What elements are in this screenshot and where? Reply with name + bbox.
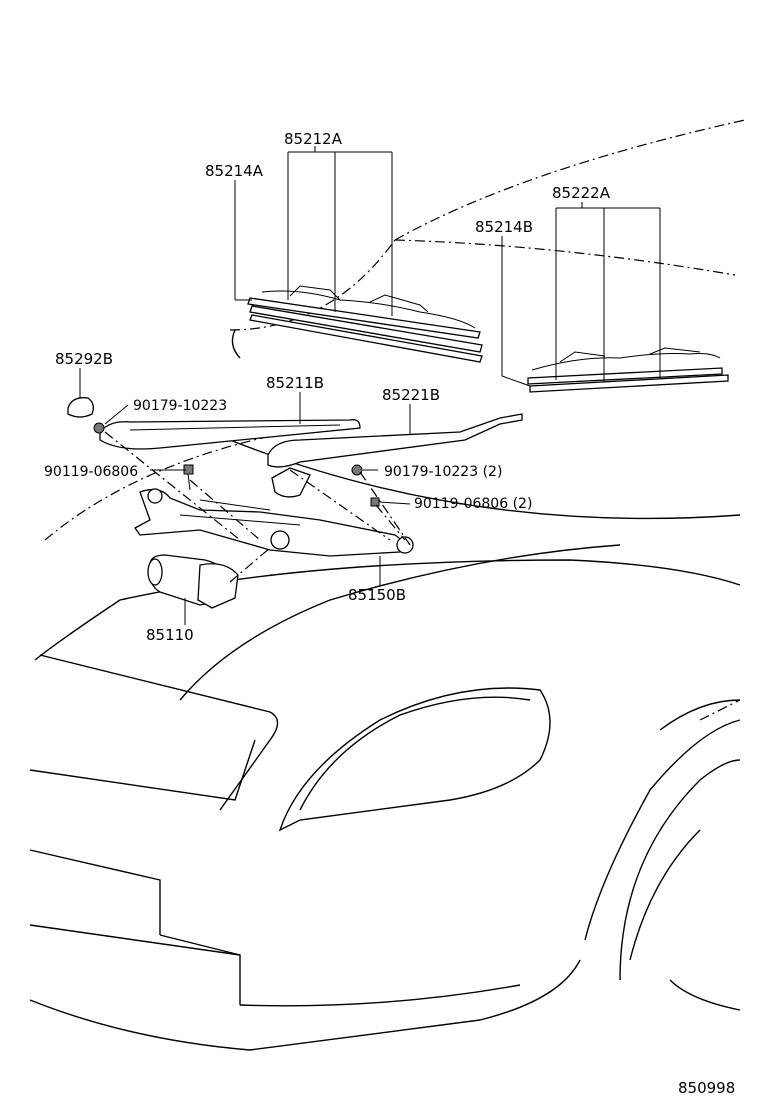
label-90119-06806-2: 90119-06806 (2) <box>414 496 532 512</box>
wiper-arm-left[interactable] <box>267 413 523 498</box>
bolt-single[interactable] <box>183 464 194 491</box>
label-85214A: 85214A <box>205 162 264 180</box>
wiper-link-assembly[interactable] <box>134 488 414 557</box>
label-85211B: 85211B <box>266 374 324 392</box>
nut-pair[interactable] <box>351 464 363 476</box>
leader-lines <box>79 146 661 625</box>
wiper-blade-right[interactable] <box>247 285 483 363</box>
diagram-code: 850998 <box>678 1079 735 1097</box>
label-90179-10223: 90179-10223 <box>133 398 227 414</box>
label-90179-10223-2: 90179-10223 (2) <box>384 464 502 480</box>
pivot-cap[interactable] <box>67 397 94 418</box>
label-85292B: 85292B <box>55 350 113 368</box>
nut-right[interactable] <box>93 422 105 434</box>
bolt-pair[interactable] <box>370 497 380 507</box>
vehicle-body-outline <box>29 119 746 1051</box>
label-85214B: 85214B <box>475 218 533 236</box>
assembly-dashes <box>104 431 411 583</box>
label-85221B: 85221B <box>382 386 440 404</box>
wiper-blade-left[interactable] <box>527 347 729 393</box>
label-85222A: 85222A <box>552 184 611 202</box>
label-85150B: 85150B <box>348 586 406 604</box>
label-85110: 85110 <box>146 626 194 644</box>
wiper-motor[interactable] <box>147 554 239 609</box>
label-90119-06806: 90119-06806 <box>44 464 138 480</box>
label-85212A: 85212A <box>284 130 343 148</box>
wiper-arm-right[interactable] <box>99 419 361 450</box>
